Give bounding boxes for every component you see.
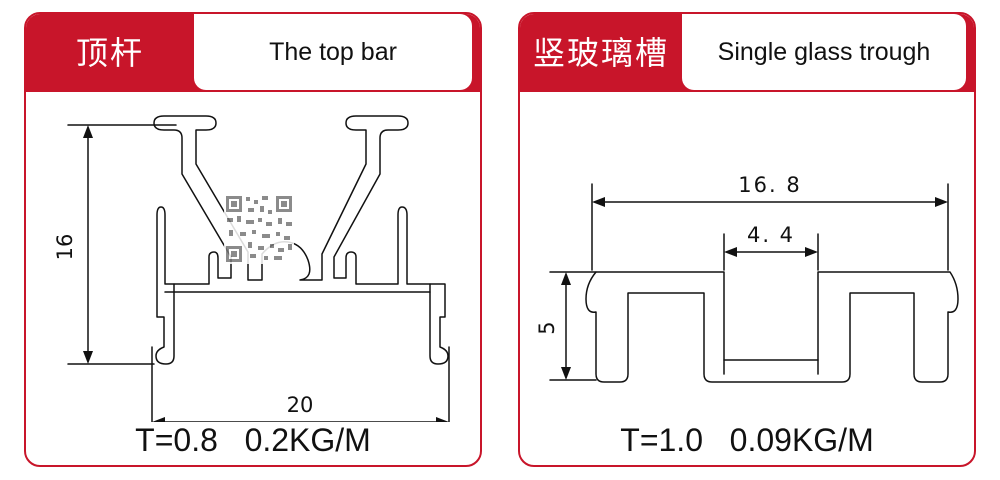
height-extension-lines: [549, 271, 597, 381]
inner-web-lines: [164, 283, 431, 293]
width-dimension-label: 20: [287, 393, 314, 417]
channel-width-label: 4. 4: [747, 223, 795, 247]
profile-card-glass-trough: 竖玻璃槽 Single glass trough 16. 8 4: [518, 12, 976, 467]
width-extension-lines: [151, 346, 450, 422]
overall-width-extension-lines: [591, 183, 949, 271]
spec-thickness-weight: T=0.8 0.2KG/M: [135, 422, 371, 458]
title-chinese: 顶杆: [75, 34, 144, 72]
top-bar-outline: [153, 115, 449, 365]
spec-thickness-weight: T=1.0 0.09KG/M: [620, 422, 874, 458]
height-dimension-label: 5: [535, 321, 559, 334]
overall-arrow-left: [592, 197, 605, 207]
title-chinese: 竖玻璃槽: [532, 34, 669, 72]
top-bar-profile-drawing: 16 20: [53, 115, 450, 422]
overall-width-label: 16. 8: [738, 173, 801, 197]
dimension-arrows: [561, 197, 948, 380]
height-dimension-label: 16: [53, 234, 77, 261]
overall-arrow-right: [935, 197, 948, 207]
width-arrow-right: [436, 417, 449, 422]
title-english: The top bar: [194, 14, 472, 90]
height-arrow-top: [83, 125, 93, 138]
inner-bottom-line: [723, 359, 819, 375]
glass-trough-outline: [585, 271, 959, 383]
height-arrow-bottom: [83, 351, 93, 364]
profile-card-top-bar: 顶杆 The top bar: [24, 12, 482, 467]
dimension-arrows: [83, 125, 449, 422]
channel-arrow-right: [805, 247, 818, 257]
card-header: 竖玻璃槽 Single glass trough: [520, 14, 974, 92]
height-extension-lines: [67, 124, 177, 365]
qr-code-icon: [224, 194, 294, 264]
channel-arrow-left: [724, 247, 737, 257]
glass-trough-profile-drawing: 16. 8 4. 4 5: [535, 173, 959, 383]
title-english: Single glass trough: [682, 14, 966, 90]
card-header: 顶杆 The top bar: [26, 14, 480, 92]
height-arrow-top: [561, 272, 571, 285]
width-arrow-left: [152, 417, 165, 422]
height-arrow-bottom: [561, 367, 571, 380]
